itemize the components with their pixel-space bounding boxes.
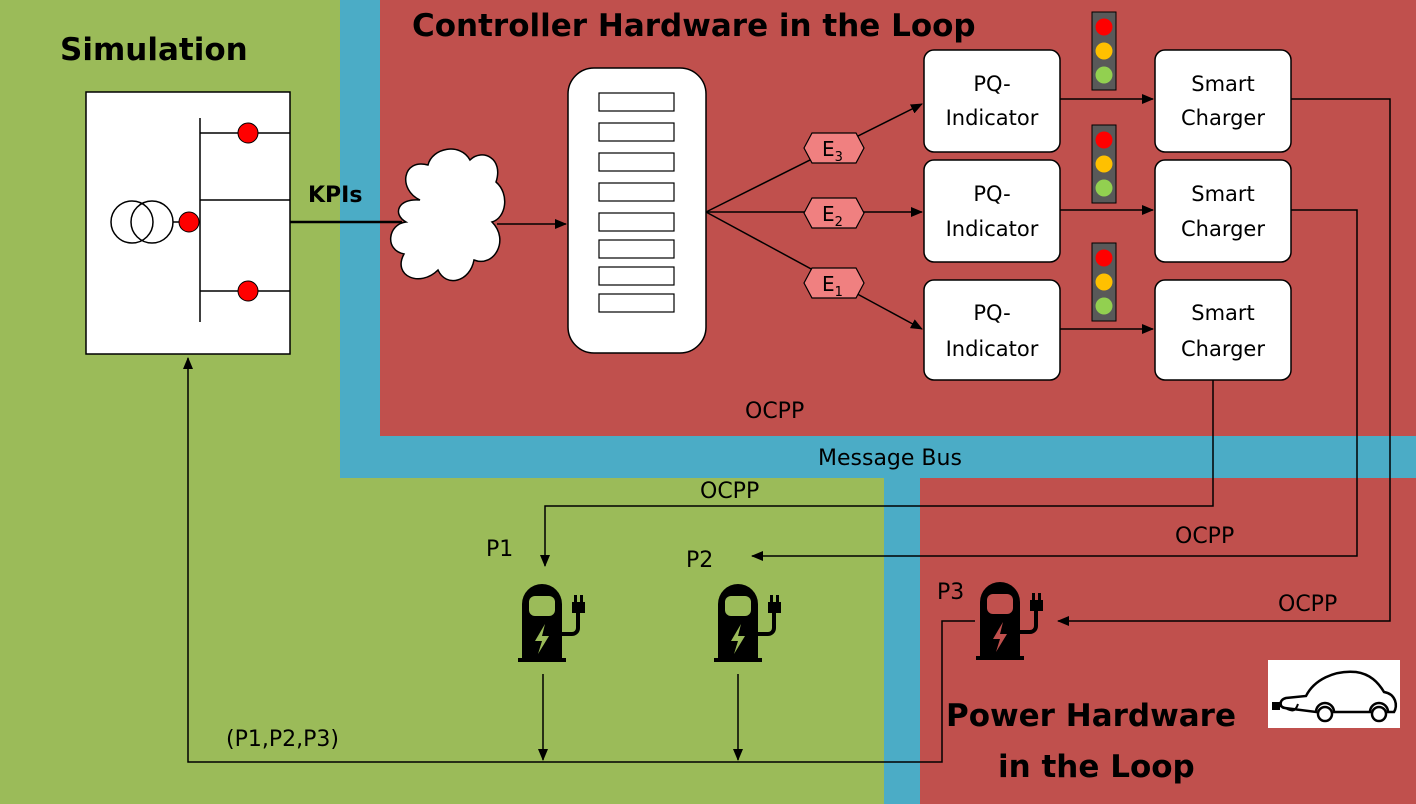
svg-text:Indicator: Indicator: [946, 337, 1039, 361]
grid-node: [237, 280, 259, 302]
ev-charger-icon: [976, 582, 1043, 660]
svg-text:Charger: Charger: [1181, 106, 1265, 130]
message-bus-label: Message Bus: [818, 446, 962, 471]
svg-text:Smart: Smart: [1191, 301, 1255, 325]
chil-title: Controller Hardware in the Loop: [412, 8, 976, 44]
smart-charger: Smart Charger: [1154, 159, 1292, 263]
kpis-label: KPIs: [308, 183, 362, 208]
svg-text:Indicator: Indicator: [946, 106, 1039, 130]
event-e2: E2: [803, 197, 865, 230]
cloud-icon: [389, 148, 506, 282]
svg-text:PQ-: PQ-: [973, 72, 1010, 96]
svg-text:PQ-: PQ-: [973, 182, 1010, 206]
traffic-light-icon: [1091, 242, 1117, 322]
svg-text:Charger: Charger: [1181, 217, 1265, 241]
svg-text:Smart: Smart: [1191, 72, 1255, 96]
electric-car-icon: [1268, 660, 1400, 728]
message-queue-icon: [567, 67, 707, 354]
ocpp-chil-label: OCPP: [745, 399, 804, 424]
ocpp-p3-label: OCPP: [1278, 592, 1337, 617]
simulation-title: Simulation: [60, 32, 248, 68]
svg-text:Smart: Smart: [1191, 182, 1255, 206]
ocpp-p2-label: OCPP: [1175, 524, 1234, 549]
ev-charger-icon: [518, 584, 585, 662]
smart-charger: Smart Charger: [1154, 279, 1292, 381]
grid-simulation-box: [85, 91, 291, 355]
event-e3: E3: [803, 132, 865, 165]
grid-node: [237, 122, 259, 144]
svg-text:E3: E3: [822, 137, 843, 165]
svg-text:Indicator: Indicator: [946, 217, 1039, 241]
svg-text:E2: E2: [822, 202, 843, 230]
svg-text:PQ-: PQ-: [973, 301, 1010, 325]
ocpp-p1-label: OCPP: [700, 479, 759, 504]
smart-charger: Smart Charger: [1154, 49, 1292, 153]
pq-indicator: PQ- Indicator: [923, 279, 1061, 381]
traffic-light-icon: [1091, 124, 1117, 204]
pq-indicator: PQ- Indicator: [923, 49, 1061, 153]
p2-label: P2: [686, 548, 713, 573]
pq-indicator: PQ- Indicator: [923, 159, 1061, 263]
p3-label: P3: [937, 580, 964, 605]
phil-title-line1: Power Hardware: [946, 698, 1236, 734]
grid-node: [178, 211, 200, 233]
event-e1: E1: [803, 267, 865, 300]
ev-charger-icon: [714, 584, 781, 662]
svg-text:E1: E1: [822, 272, 843, 300]
p1-label: P1: [486, 537, 513, 562]
traffic-light-icon: [1091, 11, 1117, 91]
feedback-label: (P1,P2,P3): [226, 727, 339, 752]
svg-text:Charger: Charger: [1181, 337, 1265, 361]
phil-title-line2: in the Loop: [998, 749, 1195, 785]
